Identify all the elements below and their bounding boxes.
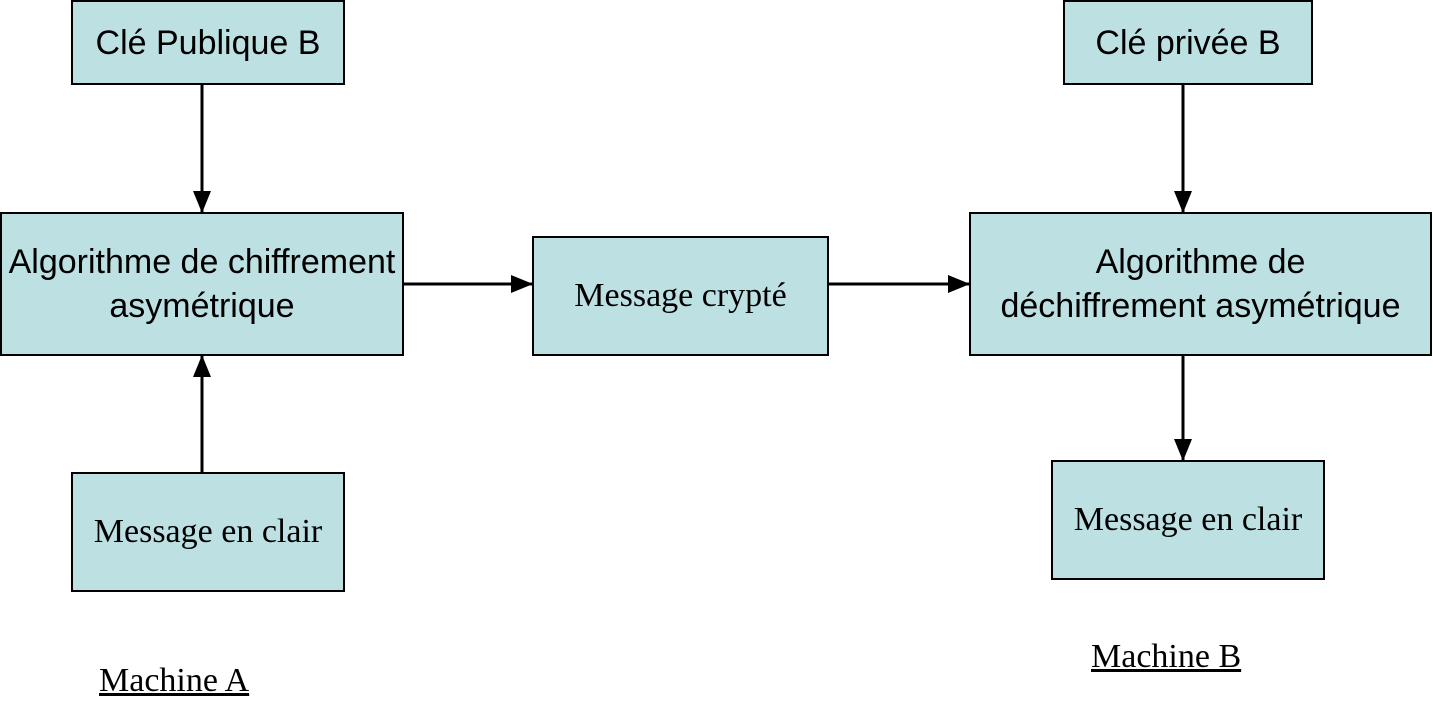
plain-message-a-text: Message en clair — [93, 513, 323, 550]
decryption-algorithm-box: Algorithme de déchiffrement asymétrique — [969, 212, 1432, 356]
machine-b-label: Machine B — [1091, 638, 1242, 675]
encrypted-message-text: Message crypté — [574, 277, 787, 314]
plain-message-b-text: Message en clair — [1073, 501, 1303, 538]
private-key-b-box: Clé privée B — [1063, 0, 1313, 85]
plain-message-a-box: Message en clair — [71, 472, 345, 592]
public-key-b-box: Clé Publique B — [71, 0, 345, 85]
encrypted-message-box: Message crypté — [532, 236, 829, 356]
machine-a-label: Machine A — [99, 662, 250, 699]
encryption-algorithm-text: Algorithme de chiffrement asymétrique — [8, 243, 396, 325]
public-key-b-text: Clé Publique B — [95, 23, 321, 62]
decryption-algorithm-text: Algorithme de déchiffrement asymétrique — [1000, 243, 1401, 325]
encryption-algorithm-box: Algorithme de chiffrement asymétrique — [0, 212, 404, 356]
plain-message-b-box: Message en clair — [1051, 460, 1325, 580]
private-key-b-text: Clé privée B — [1095, 23, 1281, 62]
